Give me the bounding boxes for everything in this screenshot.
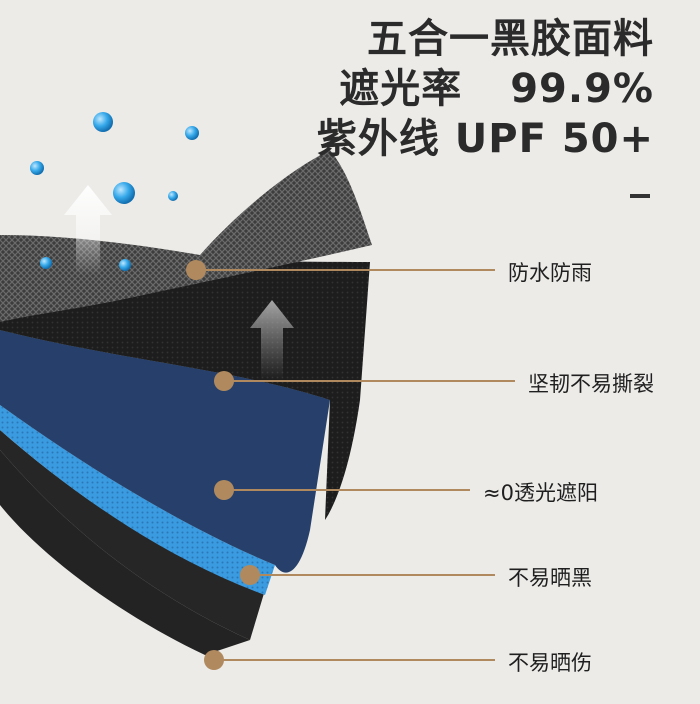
leader-2 [214, 371, 515, 391]
up-arrow-icon [250, 300, 294, 380]
layer-bottom-black [0, 450, 250, 655]
water-droplet-icon [30, 161, 44, 175]
layer-cyan-mesh [0, 405, 275, 595]
layer-label-zero-light: ≈0透光遮阳 [483, 481, 598, 505]
water-droplet-icon [119, 259, 131, 271]
leader-3 [214, 480, 470, 500]
heading-title: 五合一黑胶面料 [367, 16, 654, 62]
water-droplet-icon [93, 112, 113, 132]
heading-shading-rate: 遮光率 99.9% [317, 64, 654, 114]
shading-rate-value: 99.9% [510, 66, 654, 112]
layer-navy [0, 330, 330, 573]
layer-label-anti-tan: 不易晒黑 [508, 566, 592, 590]
up-arrow-icon [64, 185, 112, 275]
water-droplet-icon [113, 182, 135, 204]
water-droplet-icon [185, 126, 199, 140]
water-droplet-icon [168, 191, 178, 201]
layer-label-tear-resistant: 坚韧不易撕裂 [528, 372, 654, 396]
leader-1 [186, 260, 495, 280]
heading-uv-rating: 紫外线 UPF 50+ [316, 116, 654, 162]
layer-bottom-black-face [0, 430, 265, 640]
shading-rate-label: 遮光率 [339, 66, 463, 112]
layer-label-anti-sunburn: 不易晒伤 [508, 651, 592, 675]
water-droplet-icon [40, 257, 52, 269]
heading-block: 五合一黑胶面料 遮光率 99.9% 紫外线 UPF 50+ [317, 14, 654, 164]
layer-label-waterproof: 防水防雨 [508, 261, 592, 285]
leader-4 [240, 565, 495, 585]
layer-top-grey-mesh [0, 150, 372, 322]
heading-dash: – [630, 194, 650, 198]
leader-5 [204, 650, 495, 670]
